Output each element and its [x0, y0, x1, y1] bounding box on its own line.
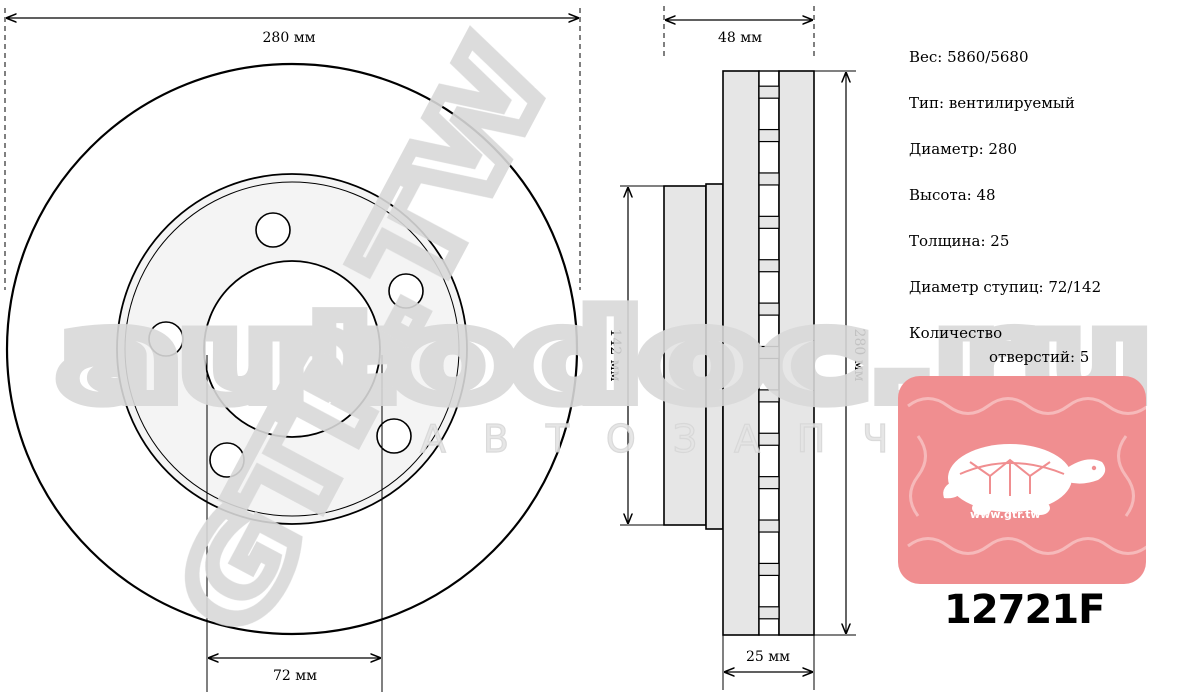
- front-view: 280 мм 72 мм: [4, 8, 581, 692]
- cooling-vane: [758, 345, 780, 360]
- bolt-hole: [148, 321, 184, 357]
- spec-thickness: Толщина: 25: [909, 232, 1010, 250]
- label-disc-height: 280 мм: [851, 329, 867, 382]
- spec-diameter: Диаметр: 280: [909, 140, 1018, 158]
- cooling-vanes: [758, 85, 780, 620]
- label-outer-diameter: 280 мм: [263, 30, 316, 46]
- spec-weight: Вес: 5860/5680: [909, 48, 1029, 66]
- center-bore: [203, 260, 381, 438]
- spec-height: Высота: 48: [909, 186, 996, 204]
- bolt-hole: [388, 273, 424, 309]
- cooling-vane: [758, 389, 780, 403]
- spec-hub-diameter: Диаметр ступиц: 72/142: [909, 278, 1102, 296]
- label-center-bore: 72 мм: [273, 668, 317, 684]
- spec-type: Тип: вентилируемый: [909, 94, 1075, 112]
- cooling-vane: [758, 302, 780, 316]
- friction-plate-outer: [778, 70, 815, 636]
- side-view: 48 мм 142 мм 280 мм 25 мм: [607, 6, 867, 690]
- cooling-vane: [758, 259, 780, 273]
- hub-section: [663, 185, 707, 526]
- bolt-hole: [255, 212, 291, 248]
- cooling-vane: [758, 85, 780, 99]
- label-total-height: 48 мм: [718, 30, 762, 46]
- turtle-icon: [907, 397, 1146, 555]
- part-number: 12721F: [944, 587, 1105, 633]
- cooling-vane: [758, 562, 780, 577]
- label-thickness: 25 мм: [746, 649, 790, 665]
- bolt-hole: [209, 442, 245, 478]
- cooling-vane: [758, 519, 780, 533]
- cooling-vane: [758, 128, 780, 143]
- spec-holes-line2: отверстий: 5: [989, 348, 1090, 366]
- cooling-vane: [758, 476, 780, 490]
- spec-holes-line1: Количество: [909, 324, 1003, 342]
- badge-url: www.gtr.tw: [970, 508, 1041, 521]
- cooling-vane: [758, 606, 780, 620]
- cooling-vane: [758, 215, 780, 229]
- cooling-vane: [758, 172, 780, 186]
- cooling-vane: [758, 432, 780, 446]
- bolt-hole: [376, 418, 412, 454]
- brand-badge: www.gtr.tw: [898, 376, 1146, 584]
- label-hub-diameter: 142 мм: [607, 329, 623, 382]
- hub-inner-ring: [124, 181, 460, 517]
